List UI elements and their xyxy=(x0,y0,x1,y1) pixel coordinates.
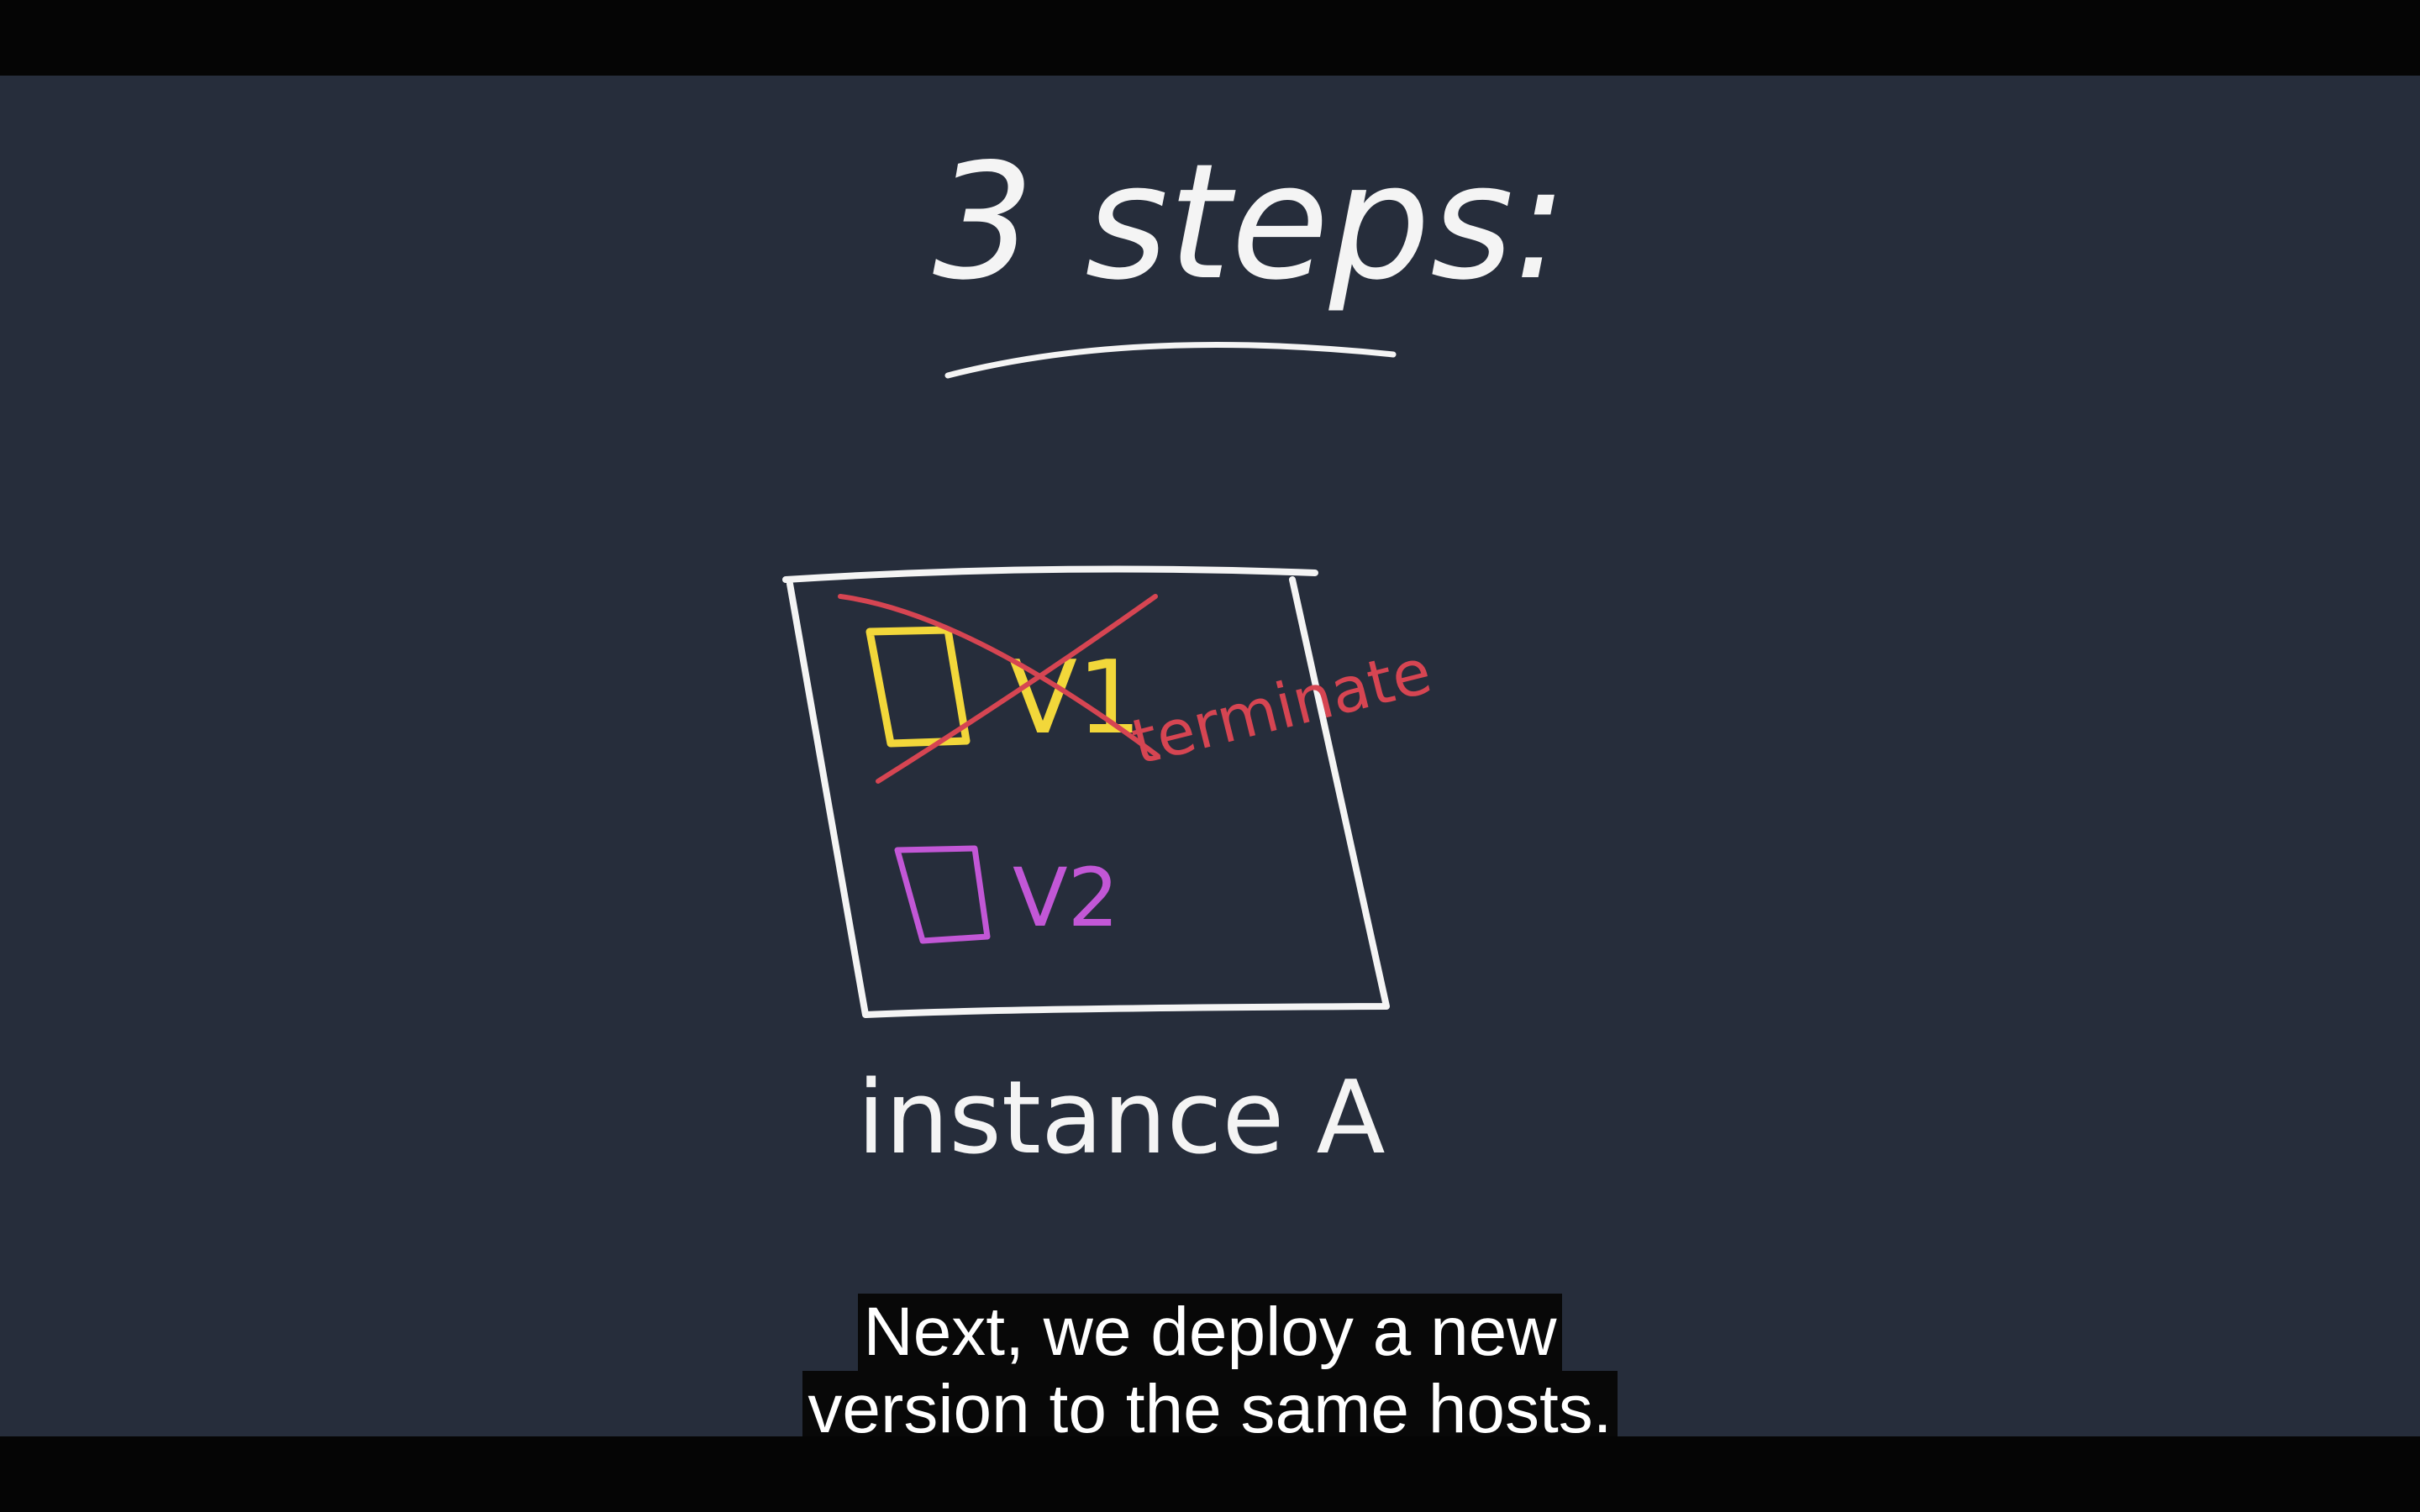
video-frame[interactable]: 3 steps: V1 terminate V2 instance A Next… xyxy=(0,76,2420,1436)
subtitle-caption: Next, we deploy a new version to the sam… xyxy=(0,1294,2420,1436)
terminate-annotation: terminate xyxy=(1125,635,1439,779)
instance-box xyxy=(782,565,1390,1018)
v2-container: V2 xyxy=(894,845,1119,945)
subtitle-line-1: Next, we deploy a new xyxy=(858,1294,1562,1371)
v1-container: V1 xyxy=(865,626,1141,757)
v2-container-icon xyxy=(894,845,991,944)
letterbox-top xyxy=(0,0,2420,76)
letterbox-bottom xyxy=(0,1436,2420,1512)
v2-label: V2 xyxy=(1013,851,1119,945)
diagram-heading: 3 steps: xyxy=(933,129,1567,315)
heading-underline xyxy=(944,342,1397,379)
subtitle-line-2: version to the same hosts. xyxy=(802,1371,1618,1436)
whiteboard-diagram: 3 steps: V1 terminate V2 instance A xyxy=(782,129,1567,1177)
v1-container-icon xyxy=(865,626,971,748)
instance-label: instance A xyxy=(857,1060,1386,1177)
cross-out-mark xyxy=(838,594,1160,784)
